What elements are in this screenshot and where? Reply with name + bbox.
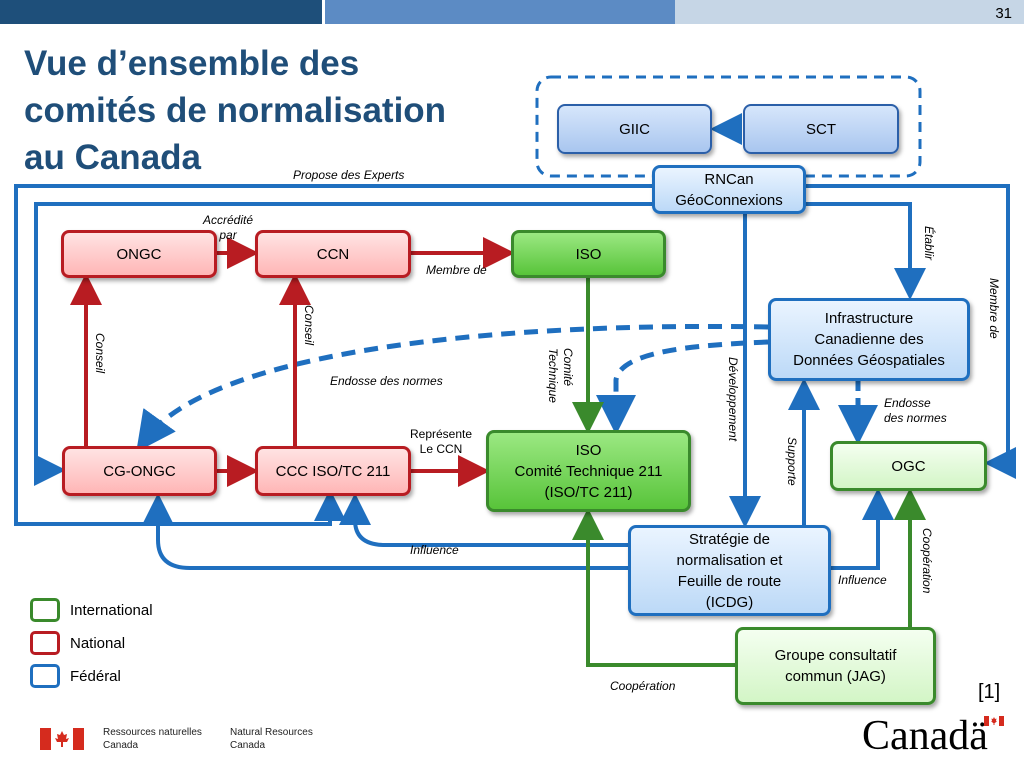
label-endosse-ogc: Endosse des normes — [884, 396, 947, 425]
legend-swatch-red — [30, 631, 60, 655]
label-supporte: Supporte — [785, 437, 799, 486]
arrow-cooperation-isotc — [572, 508, 738, 667]
footer-ministry-en: Natural Resources Canada — [230, 727, 313, 751]
canada-flag-icon — [40, 728, 84, 750]
legend-swatch-blue — [30, 664, 60, 688]
footer-ministry-fr: Ressources naturelles Canada — [103, 727, 202, 751]
node-sct: SCT — [743, 104, 899, 154]
node-iso-tc211: ISO Comité Technique 211 (ISO/TC 211) — [486, 430, 691, 512]
node-ccc-iso-tc211: CCC ISO/TC 211 — [255, 446, 411, 496]
label-endosse-normes: Endosse des normes — [330, 374, 443, 388]
label-influence-1: Influence — [410, 543, 459, 557]
arrow-propose-experts — [14, 184, 652, 526]
node-cg-ongc: CG-ONGC — [62, 446, 217, 496]
node-ongc: ONGC — [61, 230, 217, 278]
arrow-rncan-cgongc — [34, 202, 652, 486]
node-ccn: CCN — [255, 230, 411, 278]
legend-national: National — [30, 631, 125, 655]
header-bar-mid — [325, 0, 675, 24]
header-bar-dark — [0, 0, 322, 24]
node-ogc: OGC — [830, 441, 987, 491]
label-developpement: Développement — [726, 357, 740, 442]
arrow-membre-ogc — [806, 184, 1016, 479]
node-rncan: RNCan GéoConnexions — [652, 165, 806, 214]
label-etablir: Établir — [922, 226, 936, 261]
label-represente: Représente Le CCN — [410, 427, 473, 456]
reference-marker: [1] — [978, 681, 1001, 703]
legend-label-national: National — [70, 634, 126, 652]
arrow-endosse-normes — [136, 323, 769, 453]
legend-swatch-green — [30, 598, 60, 622]
arrow-influence-isotc — [339, 493, 630, 547]
legend-label-federal: Fédéral — [70, 667, 121, 685]
wordmark-flag-icon — [984, 716, 1004, 726]
arrow-influence-ogc — [830, 488, 894, 570]
label-propose-experts: Propose des Experts — [293, 168, 405, 182]
arrow-influence-cgongc — [142, 493, 630, 570]
label-influence-2: Influence — [838, 573, 887, 587]
page-title: Vue d’ensemble des comités de normalisat… — [24, 44, 447, 177]
label-conseil-left: Conseil — [93, 333, 107, 374]
node-iso: ISO — [511, 230, 666, 278]
arrow-endosse-isotc — [596, 339, 769, 435]
label-accredite: Accrédité par — [203, 213, 254, 242]
label-comite-technique: Comité Technique — [546, 348, 575, 403]
legend-label-international: International — [70, 601, 153, 619]
legend-international: International — [30, 598, 153, 622]
page-number: 31 — [995, 5, 1012, 22]
canada-wordmark: Canadä — [862, 713, 988, 759]
label-membre-de-right: Membre de — [987, 278, 1001, 339]
node-icdg: Infrastructure Canadienne des Données Gé… — [768, 298, 970, 381]
label-cooperation-right: Coopération — [920, 528, 934, 594]
node-strategie: Stratégie de normalisation et Feuille de… — [628, 525, 831, 616]
label-conseil-mid: Conseil — [302, 305, 316, 346]
legend-federal: Fédéral — [30, 664, 121, 688]
node-giic: GIIC — [557, 104, 712, 154]
label-membre-de: Membre de — [426, 263, 487, 277]
node-jag: Groupe consultatif commun (JAG) — [735, 627, 936, 705]
label-cooperation-bottom: Coopération — [610, 679, 676, 693]
arrow-etablir — [806, 202, 926, 300]
header-bar-light — [675, 0, 1024, 24]
